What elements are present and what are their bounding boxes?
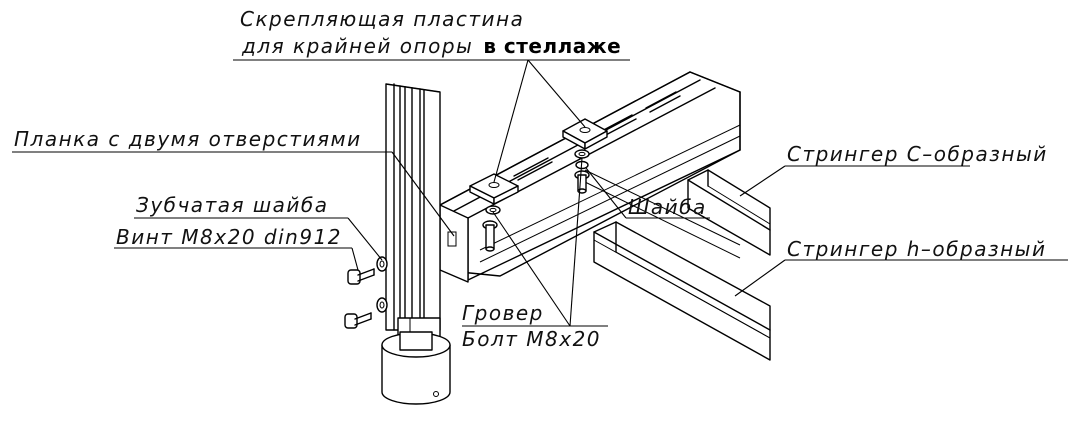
connecting-plate-1	[469, 173, 519, 205]
bolt-1	[482, 205, 501, 252]
screw-1	[347, 268, 375, 285]
toothed-washer-1	[376, 256, 388, 272]
label-bolt: Болт M8x20	[462, 327, 601, 351]
screw-2	[344, 312, 372, 329]
label-plate-line2-regular: для крайней опоры	[241, 34, 473, 58]
label-plate-line2-bold: в стеллаже	[483, 34, 621, 58]
post-foot	[381, 331, 451, 405]
stringer-h-beam	[593, 221, 771, 361]
vertical-post	[385, 83, 441, 351]
label-stringer-c: Стрингер C–образный	[787, 142, 1048, 166]
label-bar-two-holes: Планка с двумя отверстиями	[14, 127, 362, 151]
label-stringer-h: Стрингер h–образный	[787, 237, 1046, 261]
label-plate-line1: Скрепляющая пластина	[240, 7, 524, 31]
label-toothed-washer: Зубчатая шайба	[136, 193, 329, 217]
label-screw: Винт M8x20 din912	[116, 225, 342, 249]
toothed-washer-2	[376, 297, 388, 313]
bolt-2	[574, 149, 590, 194]
connecting-plate-2	[562, 118, 608, 150]
leader-lines	[12, 59, 1068, 327]
label-plate-line2: для крайней опоры в стеллаже	[241, 34, 621, 58]
label-washer: Шайба	[628, 195, 707, 219]
stringer-c-beam	[687, 169, 771, 256]
label-grover: Гровер	[462, 301, 544, 325]
